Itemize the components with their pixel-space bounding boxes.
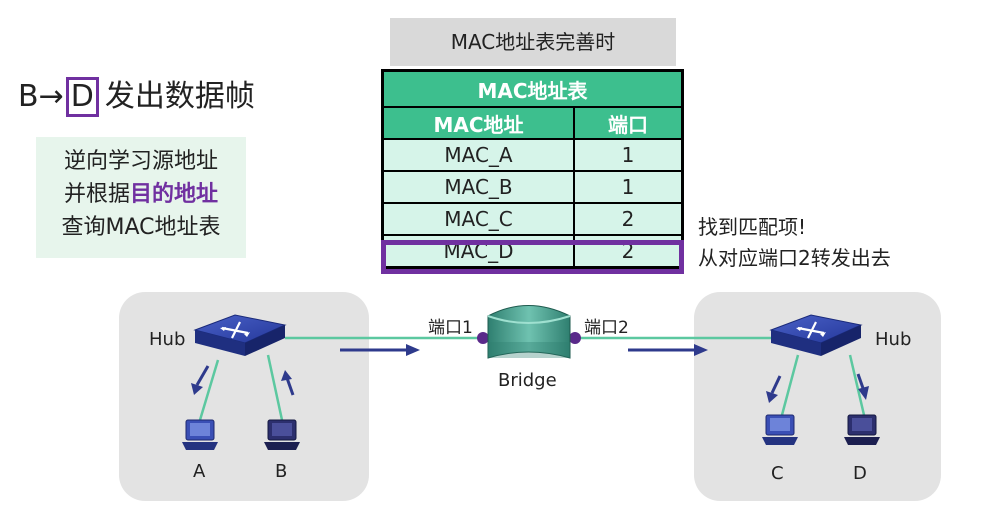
host-a-icon xyxy=(182,419,218,450)
cell-mac: MAC_A xyxy=(381,138,575,172)
right-hub-label: Hub xyxy=(875,329,912,350)
table-title-row: MAC地址表 xyxy=(381,69,684,108)
cell-mac: MAC_B xyxy=(381,170,575,204)
cell-port: 1 xyxy=(573,138,684,172)
left-hub-icon xyxy=(193,314,287,356)
column-header-mac: MAC地址 xyxy=(381,106,575,140)
heading-suffix: 发出数据帧 xyxy=(104,79,255,114)
cell-mac: MAC_C xyxy=(381,202,575,236)
arrow-down-left-icon xyxy=(191,365,210,395)
table-title: MAC地址表 xyxy=(381,69,684,108)
cell-port: 1 xyxy=(573,170,684,204)
host-c-icon xyxy=(762,414,798,445)
table-header-row: MAC地址 端口 xyxy=(381,106,684,140)
learn-line-2-highlight: 目的地址 xyxy=(130,182,219,207)
table-row: MAC_A 1 xyxy=(381,138,684,172)
match-note-line-1: 找到匹配项! xyxy=(698,215,807,239)
host-d-label: D xyxy=(853,463,867,484)
heading-prefix: B→ xyxy=(18,79,64,114)
match-note-line-2: 从对应端口2转发出去 xyxy=(698,246,891,270)
table-row: MAC_C 2 xyxy=(381,202,684,236)
heading-boxed-letter: D xyxy=(65,77,99,117)
cell-port: 2 xyxy=(573,202,684,236)
port1-label: 端口1 xyxy=(428,318,473,338)
port1-dot xyxy=(477,332,489,344)
mac-address-table: MAC地址表 MAC地址 端口 MAC_A 1 MAC_B 1 MAC_C 2 … xyxy=(381,69,684,269)
arrow-right-icon xyxy=(340,344,420,356)
host-a-label: A xyxy=(193,461,206,482)
port2-label: 端口2 xyxy=(584,318,629,338)
bridge-icon xyxy=(487,305,571,359)
column-header-port: 端口 xyxy=(573,106,684,140)
arrow-right-icon xyxy=(628,344,708,356)
arrow-up-icon xyxy=(281,370,295,396)
table-caption: MAC地址表完善时 xyxy=(390,18,676,66)
match-note: 找到匹配项! 从对应端口2转发出去 xyxy=(698,212,891,274)
link-hub-right-to-c xyxy=(780,354,800,416)
link-hub-right-to-d xyxy=(848,354,866,416)
host-d-icon xyxy=(844,414,880,445)
learn-line-2: 并根据目的地址 xyxy=(36,178,246,211)
left-hub-label: Hub xyxy=(149,329,186,350)
table-row: MAC_B 1 xyxy=(381,170,684,204)
link-hub-left-to-b xyxy=(266,354,284,421)
right-hub-icon xyxy=(769,314,863,356)
host-c-label: C xyxy=(771,463,784,484)
bridge-label: Bridge xyxy=(498,370,557,391)
arrow-down-left-icon xyxy=(766,375,782,403)
links xyxy=(198,336,866,421)
host-b-icon xyxy=(264,419,300,450)
arrows xyxy=(191,344,869,403)
matched-row-highlight xyxy=(381,240,684,274)
link-hub-left-to-a xyxy=(198,359,220,421)
learn-line-1: 逆向学习源地址 xyxy=(63,149,218,174)
port2-dot xyxy=(569,332,581,344)
learning-note-box: 逆向学习源地址 并根据目的地址 查询MAC地址表 xyxy=(36,137,246,258)
learn-line-3: 查询MAC地址表 xyxy=(61,215,221,240)
arrow-down-right-icon xyxy=(856,373,869,400)
learn-line-2-prefix: 并根据 xyxy=(63,182,130,207)
host-b-label: B xyxy=(275,461,288,482)
